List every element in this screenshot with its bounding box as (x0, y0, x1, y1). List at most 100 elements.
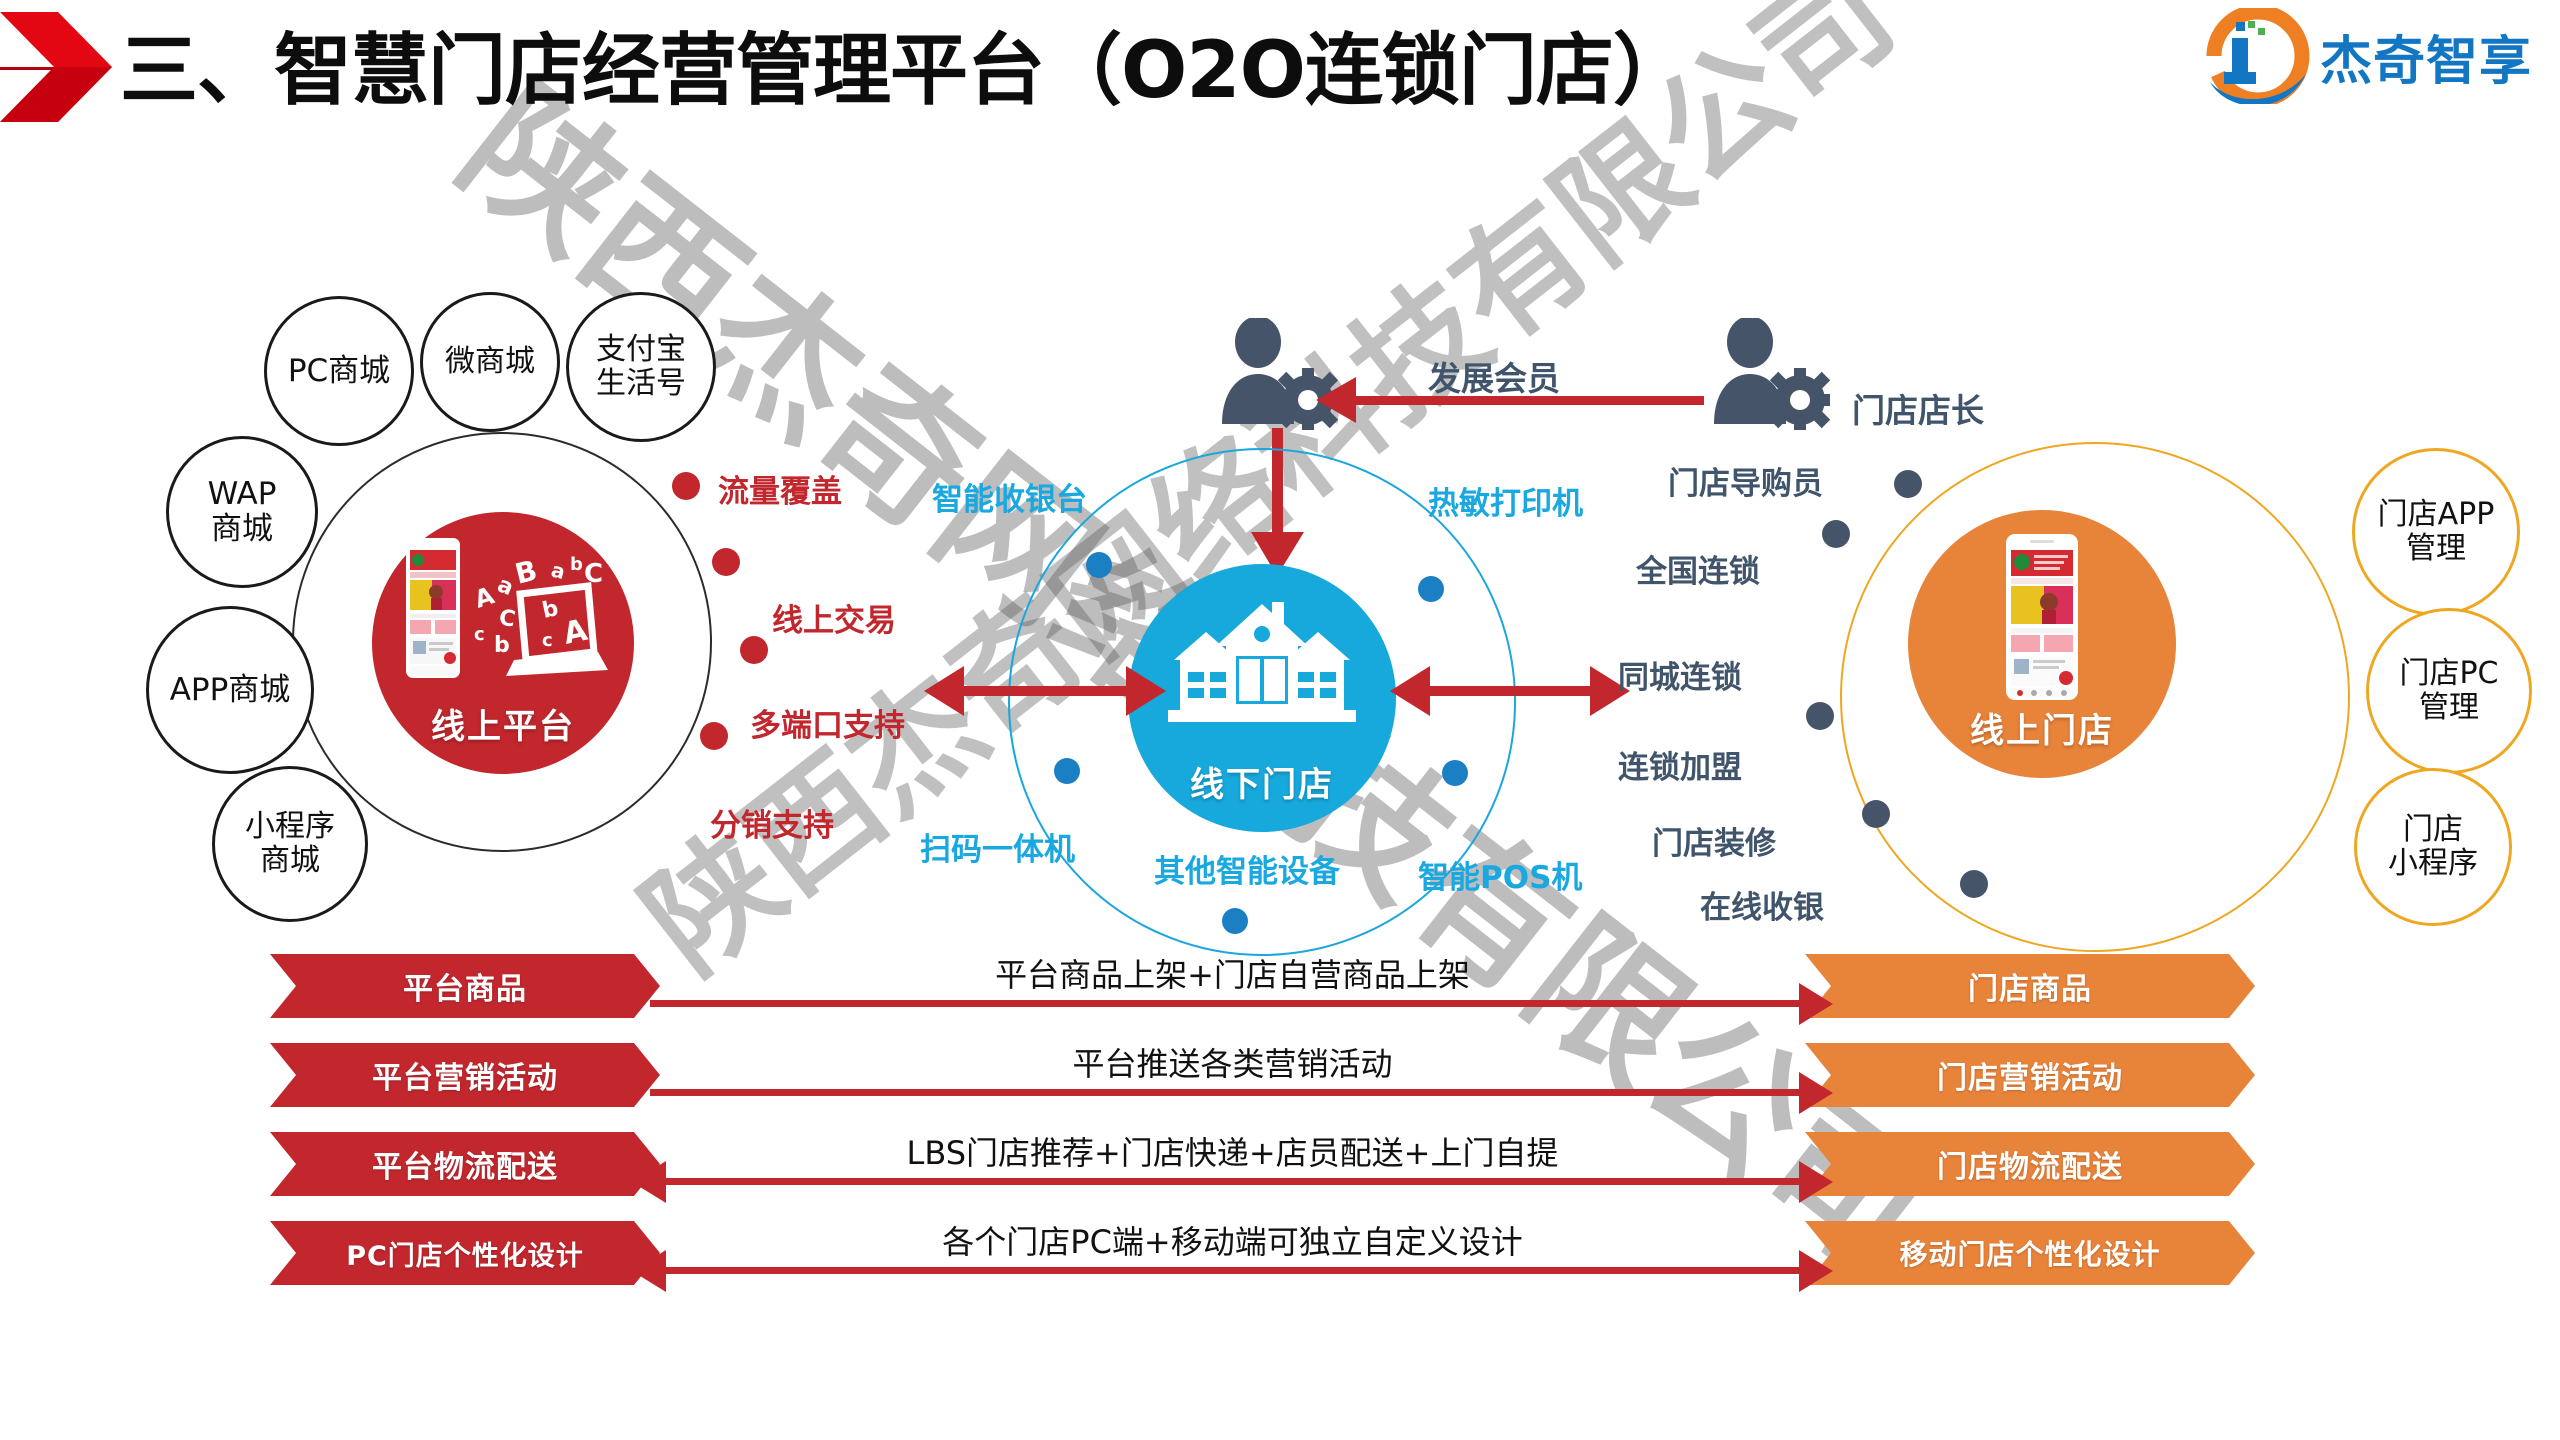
bubble-pc-mall-label: PC商城 (287, 352, 391, 389)
flow-middle-label: 平台商品上架+门店自营商品上架 (995, 956, 1470, 994)
bubble-mini-program-mall-label: 小程序 商城 (245, 809, 335, 878)
flow-connector-line (650, 1000, 1815, 1007)
svg-text:a: a (549, 558, 568, 585)
device-label-other-smart-devices: 其他智能设备 (1154, 854, 1340, 890)
flow-right-chevron[interactable]: 移动门店个性化设计 (1805, 1221, 2255, 1285)
bubble-store-mini-program[interactable]: 门店 小程序 (2354, 768, 2512, 926)
develop-member-arrow-head-icon (1316, 377, 1356, 423)
left-feature-label-1: 流量覆盖 (718, 474, 842, 510)
flow-connector-line (650, 1267, 1815, 1274)
role-label-store-decoration: 门店装修 (1652, 826, 1776, 862)
bubble-store-app-mgmt[interactable]: 门店APP 管理 (2352, 448, 2520, 616)
flow-right-chevron-label: 门店商品 (1968, 972, 2092, 1007)
store-manager-person-gear-icon (1714, 318, 1830, 430)
bubble-alipay-life-label: 支付宝 生活号 (596, 332, 686, 401)
device-label-smart-cashier: 智能收银台 (932, 482, 1087, 518)
left-feature-label-2: 线上交易 (772, 603, 896, 639)
svg-text:a: a (494, 572, 517, 601)
bubble-alipay-life[interactable]: 支付宝 生活号 (566, 292, 716, 442)
flow-middle-label: 平台推送各类营销活动 (1072, 1045, 1393, 1083)
storefront-house-icon (1168, 602, 1356, 722)
right-orbit-dot-5 (1960, 870, 1988, 898)
flow-connector-line (650, 1089, 1815, 1096)
page-title: 三、智慧门店经营管理平台（O2O连锁门店） (120, 26, 1691, 116)
bubble-store-pc-mgmt-label: 门店PC 管理 (2399, 656, 2499, 725)
role-label-online-cashier: 在线收银 (1700, 890, 1824, 926)
left-core-label: 线上平台 (431, 707, 575, 747)
center-core-offline-store: 线下门店 (1128, 564, 1396, 832)
flow-right-chevron[interactable]: 门店物流配送 (1805, 1132, 2255, 1196)
bubble-store-app-mgmt-label: 门店APP 管理 (2377, 497, 2495, 566)
platform-store-arrow-head-left-icon (924, 666, 964, 716)
flow-arrow-head-right-icon (1799, 1161, 1833, 1203)
bubble-pc-mall[interactable]: PC商城 (264, 296, 414, 446)
center-device-dot-4 (1442, 760, 1468, 786)
flow-left-chevron-label: 平台营销活动 (372, 1061, 558, 1096)
right-orbit-dot-4 (1862, 800, 1890, 828)
center-device-dot-1 (1086, 552, 1112, 578)
center-core-label: 线下门店 (1190, 765, 1334, 805)
flow-arrow-head-right-icon (1799, 1250, 1833, 1292)
left-feature-dot-2 (712, 548, 740, 576)
flow-middle-label: LBS门店推荐+门店快递+店员配送+上门自提 (906, 1134, 1559, 1172)
flow-left-chevron[interactable]: 平台物流配送 (270, 1132, 660, 1196)
flow-arrow-head-left-icon (632, 1161, 666, 1203)
flow-right-chevron[interactable]: 门店商品 (1805, 954, 2255, 1018)
develop-member-arrow-line (1344, 396, 1704, 405)
flow-left-chevron-label: PC门店个性化设计 (346, 1240, 584, 1272)
bubble-store-pc-mgmt[interactable]: 门店PC 管理 (2366, 608, 2532, 774)
svg-text:A: A (471, 581, 498, 614)
device-label-thermal-printer: 热敏打印机 (1428, 486, 1583, 522)
right-orbit-dot-2 (1822, 520, 1850, 548)
center-device-dot-5 (1222, 908, 1248, 934)
store-mobile-app-icon (2006, 534, 2078, 700)
left-feature-dot-3 (740, 636, 768, 664)
develop-member-label: 发展会员 (1428, 359, 1560, 398)
svg-text:c: c (542, 630, 553, 651)
flow-right-chevron[interactable]: 门店营销活动 (1805, 1043, 2255, 1107)
platform-store-arrow-head-right-icon (1126, 666, 1166, 716)
role-label-franchise: 连锁加盟 (1618, 750, 1742, 786)
svg-text:b: b (494, 633, 510, 658)
store-manager-label: 门店店长 (1852, 391, 1984, 430)
center-orbit-ring (1008, 448, 1516, 956)
flow-left-chevron[interactable]: 平台营销活动 (270, 1043, 660, 1107)
right-core-label: 线上门店 (1970, 711, 2114, 751)
left-feature-dot-4 (700, 722, 728, 750)
flow-left-chevron[interactable]: PC门店个性化设计 (270, 1221, 660, 1285)
left-feature-label-3: 多端口支持 (750, 708, 905, 744)
role-label-shopping-guide: 门店导购员 (1668, 466, 1823, 502)
flow-arrow-head-right-icon (1799, 1072, 1833, 1114)
flow-arrow-head-right-icon (1799, 983, 1833, 1025)
center-device-dot-2 (1418, 576, 1444, 602)
member-person-gear-icon (1222, 318, 1338, 430)
store-onlinestore-arrow-head-right-icon (1590, 666, 1630, 716)
flow-arrow-head-left-icon (632, 1250, 666, 1292)
flow-left-chevron-label: 平台物流配送 (372, 1150, 558, 1185)
flow-left-chevron-label: 平台商品 (403, 972, 527, 1007)
device-label-scan-terminal: 扫码一体机 (920, 832, 1075, 868)
logo-text: 杰奇智享 (2319, 31, 2532, 92)
flow-connector-line (650, 1178, 1815, 1185)
brand-logo: 杰奇智享 (2206, 8, 2532, 104)
left-feature-label-4: 分销支持 (710, 808, 834, 844)
flow-right-chevron-label: 门店物流配送 (1937, 1150, 2123, 1185)
bubble-mini-program-mall[interactable]: 小程序 商城 (212, 766, 368, 922)
bubble-wechat-mall[interactable]: 微商城 (420, 292, 560, 432)
device-label-smart-pos: 智能POS机 (1418, 860, 1583, 896)
right-core-online-store: 线上门店 (1908, 510, 2176, 778)
svg-text:A: A (560, 613, 591, 652)
svg-text:B: B (512, 554, 541, 591)
bubble-wap-mall[interactable]: WAP 商城 (166, 436, 318, 588)
bubble-store-mini-program-label: 门店 小程序 (2388, 812, 2478, 881)
right-orbit-dot-1 (1894, 470, 1922, 498)
center-device-dot-3 (1054, 758, 1080, 784)
right-orbit-dot-3 (1806, 702, 1834, 730)
company-logo-icon (2206, 8, 2310, 104)
flow-middle-label: 各个门店PC端+移动端可独立自定义设计 (942, 1223, 1523, 1261)
bubble-app-mall[interactable]: APP商城 (146, 606, 314, 774)
flow-right-chevron-label: 移动门店个性化设计 (1899, 1238, 2161, 1271)
svg-text:c: c (474, 624, 485, 645)
flow-left-chevron[interactable]: 平台商品 (270, 954, 660, 1018)
bubble-app-mall-label: APP商城 (169, 671, 291, 708)
